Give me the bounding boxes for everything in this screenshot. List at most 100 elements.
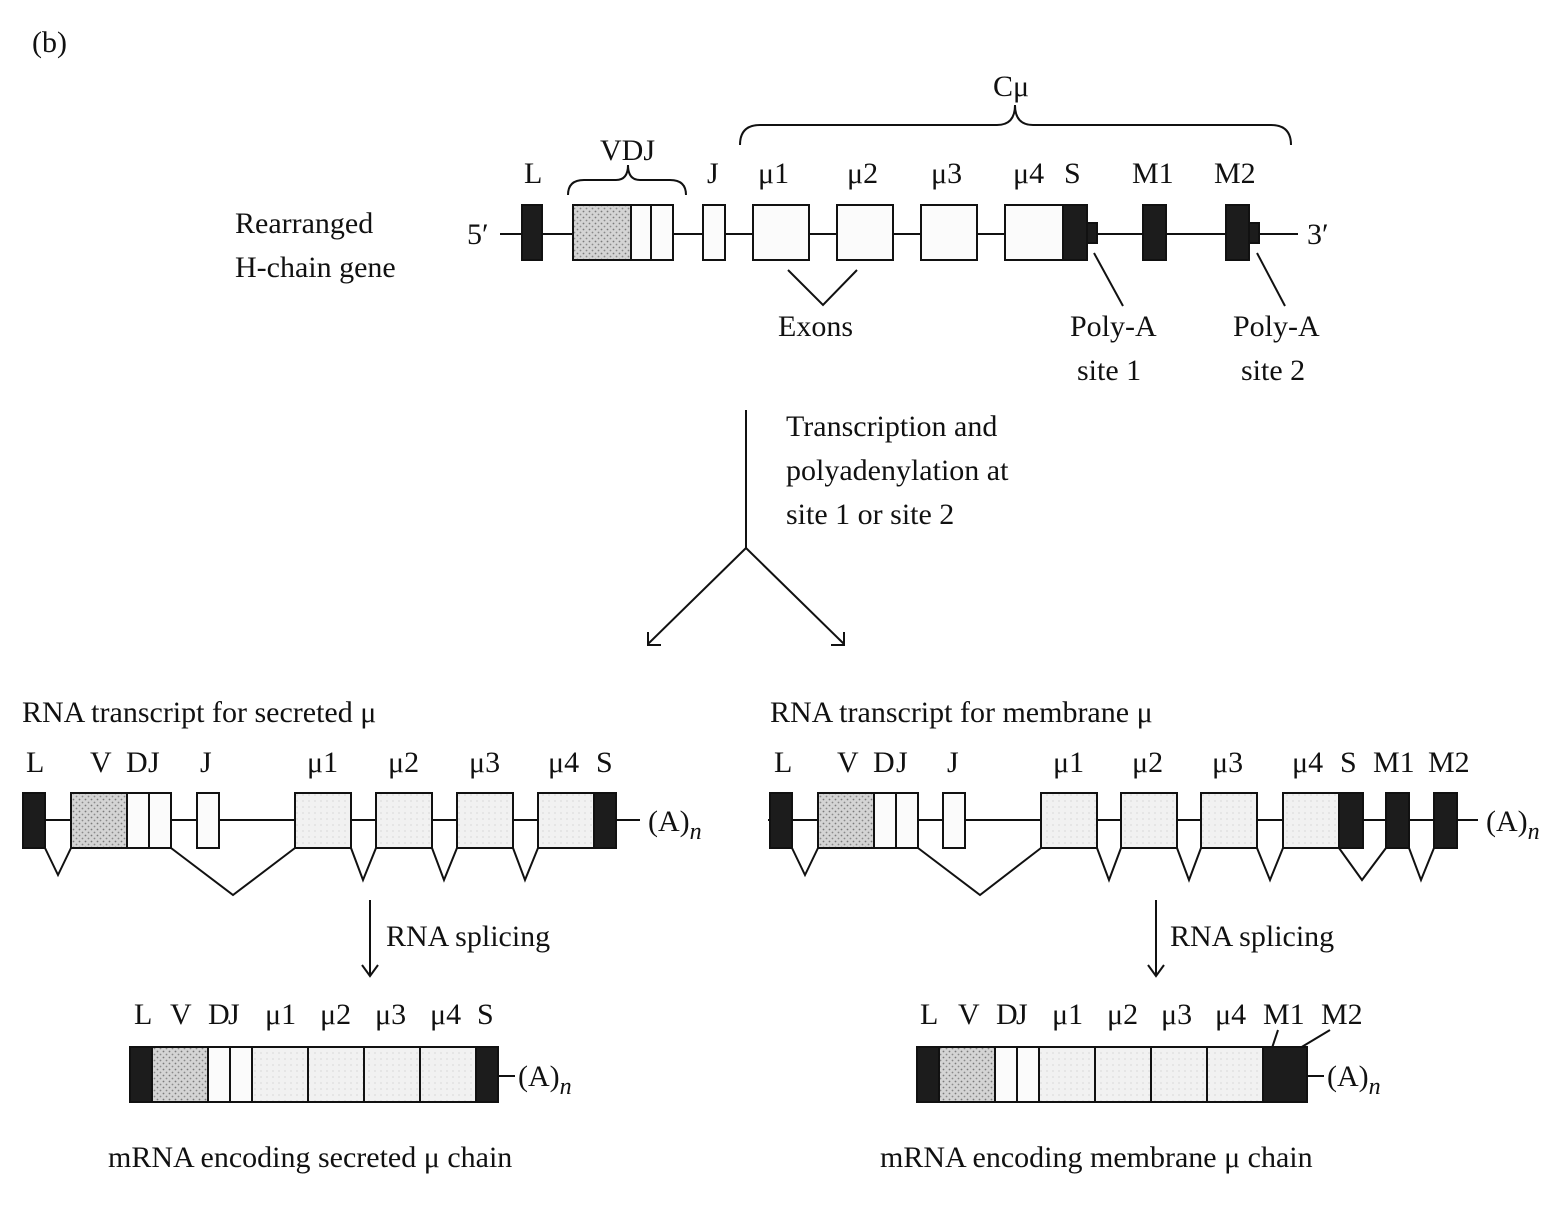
exons-label: Exons [778,310,853,343]
gene-exon-m2 [1225,204,1250,261]
transcription-line2: polyadenylation at [786,454,1009,487]
sec-label-l: L [26,746,44,779]
gene-exon-mu1 [752,204,810,261]
mem-exon-s [1338,792,1364,849]
mem-splice-mu3-mu4 [1256,847,1284,883]
sec-exon-s [593,792,617,849]
sec-mrna-label-l: L [134,998,152,1031]
mem-exon-m1 [1385,792,1410,849]
secreted-title: RNA transcript for secreted μ [22,696,376,729]
gene-label-l: L [524,157,542,190]
mem-mrna-label-m1: M1 [1263,998,1305,1031]
sec-exon-mu2 [375,792,433,849]
secreted-transcript: RNA transcript for secreted μ L V D J J … [22,696,702,1174]
mem-label-mu1: μ1 [1053,746,1084,779]
branch-left [647,547,747,645]
gene-exon-mu3 [920,204,978,261]
sec-splice-mu1-mu2 [350,847,377,883]
secreted-caption: mRNA encoding secreted μ chain [108,1141,512,1174]
sec-mrna-d [207,1046,231,1103]
branch-left-arrowhead [647,632,661,646]
gene-exon-j-vdj [650,204,674,261]
mem-mrna-l [916,1046,940,1103]
rearranged-gene: Rearranged H-chain gene 5′ 3′ VDJ Cμ L J… [235,70,1329,387]
polya2-label-line1: Poly-A [1233,310,1320,343]
gene-label-mu4: μ4 [1013,157,1044,190]
mem-mrna-label-mu4: μ4 [1215,998,1246,1031]
mem-exon-mu1 [1040,792,1098,849]
mem-splice-mu2-mu3 [1176,847,1202,883]
mem-mrna-mu4 [1206,1046,1264,1103]
sec-mrna-label-v: V [170,998,192,1031]
mem-exon-l [769,792,793,849]
gene-label-mu2: μ2 [847,157,878,190]
sec-label-mu2: μ2 [388,746,419,779]
five-prime-label: 5′ [467,218,489,251]
sec-splicing-label: RNA splicing [386,920,550,953]
sec-mrna-v [151,1046,209,1103]
gene-exon-s [1062,204,1088,261]
mem-mrna-label-l: L [920,998,938,1031]
mem-mrna-label-d: D [996,998,1018,1031]
mem-mrna-mu1 [1038,1046,1096,1103]
mem-splice-mu1-mu2 [1096,847,1122,883]
gene-title-line1: Rearranged [235,207,373,240]
sec-mrna-label-mu4: μ4 [430,998,461,1031]
mem-label-mu4: μ4 [1292,746,1323,779]
vdj-brace [567,164,687,196]
sec-label-mu1: μ1 [307,746,338,779]
mem-exon-v [817,792,875,849]
membrane-title: RNA transcript for membrane μ [770,696,1153,729]
sec-exon-d [126,792,150,849]
mem-label-m2: M2 [1428,746,1470,779]
mem-splice-vdj-mu1 [917,847,1042,897]
sec-mrna-label-s: S [477,998,494,1031]
mem-mrna-d [994,1046,1018,1103]
vdj-label: VDJ [600,134,655,167]
sec-label-mu4: μ4 [548,746,579,779]
polya1-pointer [1093,252,1124,307]
gene-title-line2: H-chain gene [235,251,396,284]
gene-exon-m1 [1142,204,1167,261]
mem-mrna-label-m2: M2 [1321,998,1363,1031]
mem-label-v: V [837,746,859,779]
mem-mrna-label-mu2: μ2 [1107,998,1138,1031]
mem-label-m1: M1 [1373,746,1415,779]
gene-exon-d [630,204,652,261]
gene-label-s: S [1064,157,1081,190]
three-prime-label: 3′ [1307,218,1329,251]
mem-label-s: S [1340,746,1357,779]
mem-splice-l-v [791,847,819,878]
sec-label-s: S [596,746,613,779]
gene-exon-mu4 [1004,204,1064,261]
membrane-caption: mRNA encoding membrane μ chain [880,1141,1313,1174]
mem-mrna-label-j: J [1016,998,1028,1031]
mem-mrna-label-mu1: μ1 [1052,998,1083,1031]
sec-poly-a: (A)n [648,805,702,845]
mem-splicing-label: RNA splicing [1170,920,1334,953]
transcription-branch: Transcription and polyadenylation at sit… [647,410,1009,646]
sec-mrna-mu1 [251,1046,309,1103]
mem-mrna-m1-pointer [1271,1029,1279,1049]
mem-exon-m2 [1433,792,1458,849]
gene-label-m1: M1 [1132,157,1174,190]
sec-label-j-vdj: J [148,746,160,779]
mem-splice-m1-m2 [1408,847,1435,883]
sec-exon-mu4 [537,792,595,849]
gene-label-mu1: μ1 [758,157,789,190]
mem-label-l: L [774,746,792,779]
transcription-line3: site 1 or site 2 [786,498,954,531]
transcription-line1: Transcription and [786,410,997,443]
sec-splicing-arrowhead [361,964,379,978]
mem-mrna-poly-a: (A)n [1327,1060,1381,1100]
mem-mrna-mu3 [1150,1046,1208,1103]
gene-exon-mu2 [836,204,894,261]
polya1-label-line2: site 1 [1077,354,1141,387]
sec-exon-v [70,792,128,849]
sec-mrna-label-mu3: μ3 [375,998,406,1031]
mem-label-d: D [873,746,895,779]
mem-exon-j-vdj [895,792,919,849]
gene-polya2-stub [1248,222,1260,244]
mem-splicing-arrowhead [1147,964,1165,978]
gene-label-j: J [707,157,719,190]
